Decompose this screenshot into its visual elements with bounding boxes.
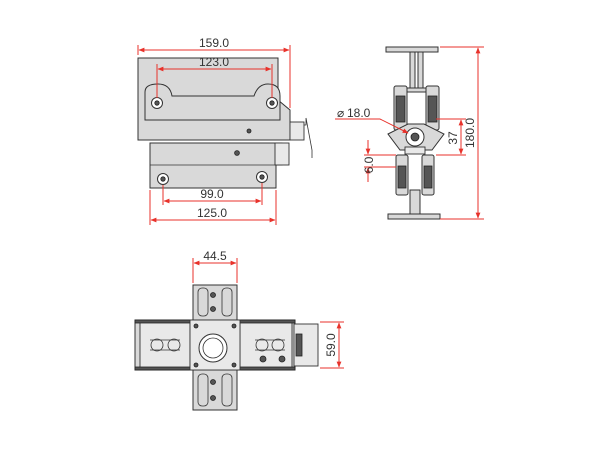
top-dimensions: 44.5 59.0 xyxy=(192,249,344,369)
bottom-wheel-right xyxy=(221,373,233,407)
top-view xyxy=(134,284,319,411)
lower-right-wheel xyxy=(423,165,433,189)
bottom-wheel-left xyxy=(197,373,209,407)
top-wheel-right xyxy=(221,287,233,317)
dim-line-18-arrow xyxy=(379,118,409,134)
upper-lobes xyxy=(144,83,281,121)
bottom-axle-bolt-2 xyxy=(210,395,216,401)
front-dimensions: 159.0 123.0 99.0 125.0 xyxy=(137,36,291,225)
bolt-top-left xyxy=(154,100,160,106)
lever-block xyxy=(289,121,305,141)
dim-123: 123.0 xyxy=(199,55,229,69)
pivot-pin xyxy=(410,132,420,142)
dim-159: 159.0 xyxy=(199,36,229,50)
right-bolt xyxy=(259,355,267,363)
dim-180: 180.0 xyxy=(463,118,477,148)
center-bolt xyxy=(234,150,240,156)
small-bolt xyxy=(246,128,252,134)
dim-6: 6.0 xyxy=(362,156,376,173)
left-slot-2 xyxy=(167,338,181,352)
hub-bolt-bl xyxy=(193,362,199,368)
dim-44-5: 44.5 xyxy=(203,249,227,263)
bottom-axle-bolt xyxy=(210,379,216,385)
vertical-beam-top xyxy=(192,284,238,321)
center-bore-inner xyxy=(202,337,224,359)
beam-web xyxy=(409,51,416,89)
side-view xyxy=(385,46,445,220)
top-axle-bolt-2 xyxy=(210,306,216,312)
left-slot-1 xyxy=(150,338,164,352)
dim-59: 59.0 xyxy=(324,333,338,357)
right-wheel xyxy=(427,95,438,123)
beam-web-2 xyxy=(417,51,424,89)
lower-beam-flange xyxy=(387,213,441,220)
dim-125: 125.0 xyxy=(197,206,227,220)
right-bolt-2 xyxy=(278,355,286,363)
side-dimensions: 180.0 37 6.0 ⌀ 18.0 xyxy=(335,46,484,220)
hub-bolt-br xyxy=(231,362,237,368)
dim-18: 18.0 xyxy=(347,106,371,120)
diameter-symbol: ⌀ xyxy=(337,106,344,120)
dim-37: 37 xyxy=(446,131,460,145)
right-slot-2 xyxy=(271,338,285,352)
beam-top-flange xyxy=(385,46,439,53)
left-section xyxy=(139,321,191,369)
dim-99: 99.0 xyxy=(200,187,224,201)
left-wheel xyxy=(395,95,406,123)
top-axle-bolt xyxy=(210,292,216,298)
lower-left-wheel xyxy=(397,165,407,189)
hub-bolt-tr xyxy=(231,323,237,329)
pivot-collar xyxy=(404,146,426,155)
lower-clamp xyxy=(274,142,290,166)
front-view xyxy=(137,57,313,189)
vertical-beam-bottom xyxy=(192,369,238,411)
bolt-top-right xyxy=(269,100,275,106)
top-wheel-left xyxy=(197,287,209,317)
bolt-bottom-right xyxy=(259,174,265,180)
hub-bolt-tl xyxy=(193,323,199,329)
lever xyxy=(290,117,313,158)
right-slot-1 xyxy=(255,338,269,352)
lower-beam-web xyxy=(409,189,421,215)
bolt-bottom-left xyxy=(160,176,166,182)
end-clamp-pad xyxy=(295,333,303,357)
